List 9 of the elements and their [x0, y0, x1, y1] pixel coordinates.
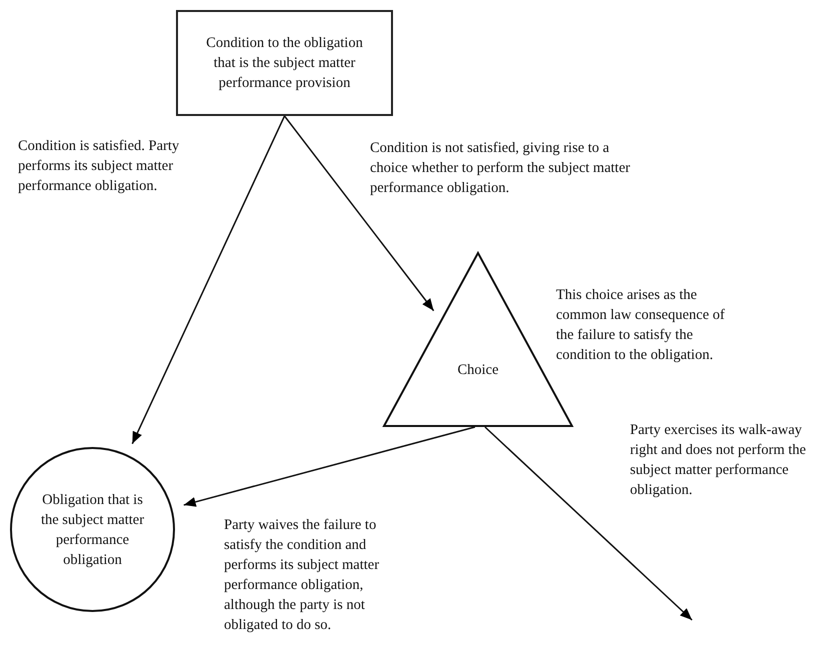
- node-text: Obligation that is the subject matter performance obligation: [40, 490, 146, 570]
- arrow: [132, 116, 286, 444]
- arrow: [484, 426, 693, 621]
- obligation-circle: [10, 447, 175, 612]
- condition-box: [176, 10, 393, 116]
- arrow: [284, 116, 434, 312]
- node-text: Choice: [457, 360, 499, 380]
- arrow: [184, 426, 476, 507]
- node-text: Condition to the obligation that is the subject matter performance provision: [205, 34, 364, 93]
